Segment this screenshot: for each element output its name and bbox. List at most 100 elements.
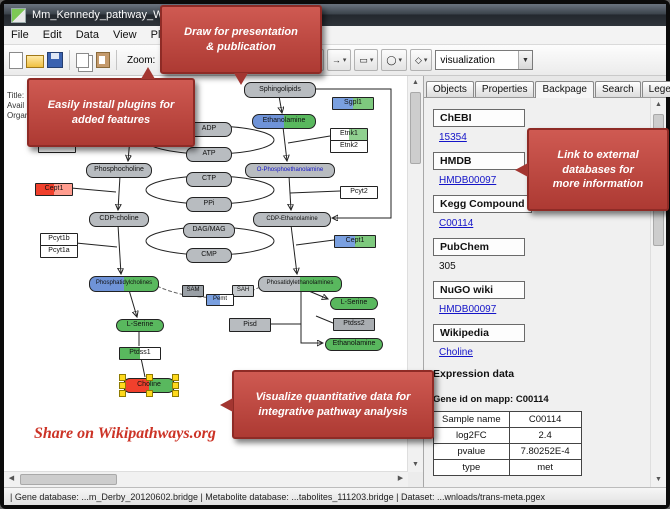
callout-visualize: Visualize quantitative data for integrat… <box>220 370 434 440</box>
canvas-horizontal-scrollbar[interactable]: ◀ ▶ <box>4 471 408 487</box>
selection-handle[interactable] <box>119 373 126 381</box>
save-icon[interactable] <box>47 52 63 68</box>
pathway-edge[interactable] <box>279 95 282 113</box>
title-bar[interactable]: Mm_Kennedy_pathway_WP1771_45176.gpml <box>4 4 666 26</box>
arrow-tool-button[interactable]: →▾ <box>326 49 352 71</box>
menu-file[interactable]: File <box>11 29 29 41</box>
new-file-icon[interactable] <box>9 51 23 69</box>
callout-link-text: Link to external databases for more info… <box>552 149 644 190</box>
pathway-edge[interactable] <box>315 315 334 324</box>
pathway-node-ptdss1[interactable]: Ptdss1 <box>119 346 161 360</box>
table-cell: log2FC <box>433 427 510 444</box>
pathway-node-atp[interactable]: ATP <box>186 146 232 162</box>
pathway-node-phosatidylethanolamines[interactable]: Phosatidylethanolamines <box>258 276 342 292</box>
scroll-down-icon[interactable]: ▼ <box>655 476 662 483</box>
callout-plugins-text: Easily install plugins for added feature… <box>47 99 175 126</box>
kegg-link[interactable]: C00114 <box>439 218 474 229</box>
scroll-right-icon[interactable]: ▶ <box>397 475 404 482</box>
anchor-tool-button[interactable]: ◇▾ <box>409 49 433 71</box>
pathway-node-sah[interactable]: SAH <box>232 285 254 297</box>
chebi-link[interactable]: 15354 <box>439 132 467 143</box>
selection-handle[interactable] <box>119 381 126 389</box>
pathway-edge[interactable] <box>289 190 341 194</box>
pathway-node-phosphocholine[interactable]: Phosphocholine <box>86 162 152 178</box>
pathway-edge[interactable] <box>283 126 287 161</box>
selection-handle[interactable] <box>172 381 179 389</box>
pubchem-id: 305 <box>439 261 456 272</box>
scroll-up-icon[interactable]: ▲ <box>655 101 662 108</box>
pathway-node-cept1-left[interactable]: Cept1 <box>35 182 73 196</box>
pathway-node-ctp[interactable]: CTP <box>186 171 232 187</box>
pathway-edge[interactable] <box>140 357 146 378</box>
pathway-node-pemt[interactable]: Pemt <box>206 294 234 306</box>
menu-edit[interactable]: Edit <box>42 29 62 41</box>
open-file-icon[interactable] <box>26 55 44 68</box>
pathway-edge[interactable] <box>314 88 392 218</box>
pathway-node-cdp-choline[interactable]: CDP-choline <box>89 211 149 227</box>
selection-handle[interactable] <box>145 373 153 381</box>
pathway-node-cept1-right[interactable]: Cept1 <box>334 234 376 248</box>
pathway-edge[interactable] <box>118 224 121 274</box>
selection-handle[interactable] <box>145 389 153 397</box>
pathway-edge[interactable] <box>300 290 323 343</box>
tab-backpage[interactable]: Backpage <box>535 81 594 98</box>
pathway-edge[interactable] <box>295 239 335 246</box>
pathway-edge[interactable] <box>287 135 331 144</box>
pathway-node-pcyt1a[interactable]: Pcyt1a <box>40 244 78 258</box>
tab-search[interactable]: Search <box>594 81 641 97</box>
vertical-scroll-thumb[interactable] <box>410 92 421 164</box>
wikipedia-link[interactable]: Choline <box>439 347 473 358</box>
selection-handle[interactable] <box>119 389 126 397</box>
hmdb-link[interactable]: HMDB00097 <box>439 175 497 186</box>
pathway-node-etnk2[interactable]: Etnk2 <box>330 139 368 153</box>
section-header: PubChem <box>433 238 525 256</box>
pathway-edge[interactable] <box>128 289 137 317</box>
pathway-node-ptdss2[interactable]: Ptdss2 <box>333 317 375 331</box>
backpage-section-pubchem: PubChem 305 <box>433 237 647 272</box>
oval-tool-button[interactable]: ◯▾ <box>381 49 407 71</box>
pathway-node-l-serine-right[interactable]: L-Serine <box>330 296 378 310</box>
horizontal-scroll-thumb[interactable] <box>20 474 117 485</box>
pathway-node-etnk1[interactable]: Etnk1 <box>330 127 368 141</box>
pathway-node-pisd[interactable]: Pisd <box>229 318 271 332</box>
shape-tool-button[interactable]: ▭▾ <box>354 49 379 71</box>
paste-icon[interactable] <box>96 52 110 68</box>
pathway-node-ethanolamine-top[interactable]: Ethanolamine <box>252 113 316 129</box>
pathway-edge[interactable] <box>70 187 117 193</box>
pathway-edge[interactable] <box>290 224 297 274</box>
pathway-node-ethanolamine-right[interactable]: Ethanolamine <box>325 337 383 351</box>
pathway-node-sam[interactable]: SAM <box>182 285 204 297</box>
visualization-combo[interactable]: visualization ▼ <box>435 50 533 70</box>
pathway-node-sphingolipids[interactable]: Sphingolipids <box>244 82 316 98</box>
pathway-node-sgpl1[interactable]: Sgpl1 <box>332 96 374 110</box>
pathway-node-pcyt2[interactable]: Pcyt2 <box>340 185 378 199</box>
menu-view[interactable]: View <box>112 29 137 41</box>
pathway-node-cdp-ethanolamine[interactable]: CDP-Ethanolamine <box>253 211 331 227</box>
selection-handle[interactable] <box>172 373 179 381</box>
copy-icon[interactable] <box>76 52 89 68</box>
toolbar-separator <box>116 50 117 70</box>
pathway-node-o-phosphoethanolamine[interactable]: O-Phosphoethanolamine <box>245 162 335 178</box>
scroll-down-icon[interactable]: ▼ <box>412 461 419 468</box>
tab-legend[interactable]: Legend <box>641 81 670 97</box>
pathway-edge[interactable] <box>75 242 118 248</box>
pathway-edge[interactable] <box>118 175 120 210</box>
scroll-up-icon[interactable]: ▲ <box>412 79 419 86</box>
menu-data[interactable]: Data <box>75 29 99 41</box>
pathway-node-ppi[interactable]: PPi <box>186 196 232 212</box>
table-cell: 7.80252E-4 <box>508 443 582 460</box>
pathway-node-phosphatidylcholines[interactable]: Phosphatidylcholines <box>89 276 159 292</box>
chevron-down-icon[interactable]: ▼ <box>518 51 532 69</box>
section-header: HMDB <box>433 152 525 170</box>
scroll-left-icon[interactable]: ◀ <box>8 475 15 482</box>
pathway-node-pcyt1b[interactable]: Pcyt1b <box>40 232 78 246</box>
tab-objects[interactable]: Objects <box>426 81 474 97</box>
pathway-node-l-serine-left[interactable]: L-Serine <box>116 318 164 332</box>
pathway-node-cmp[interactable]: CMP <box>186 247 232 263</box>
selection-handle[interactable] <box>172 389 179 397</box>
pathway-node-dag-mag[interactable]: DAG/MAG <box>183 222 235 238</box>
menu-bar: File Edit Data View Plugins Help <box>4 26 666 45</box>
table-cell: pvalue <box>433 443 510 460</box>
nugo-link[interactable]: HMDB00097 <box>439 304 497 315</box>
tab-properties[interactable]: Properties <box>474 81 535 97</box>
